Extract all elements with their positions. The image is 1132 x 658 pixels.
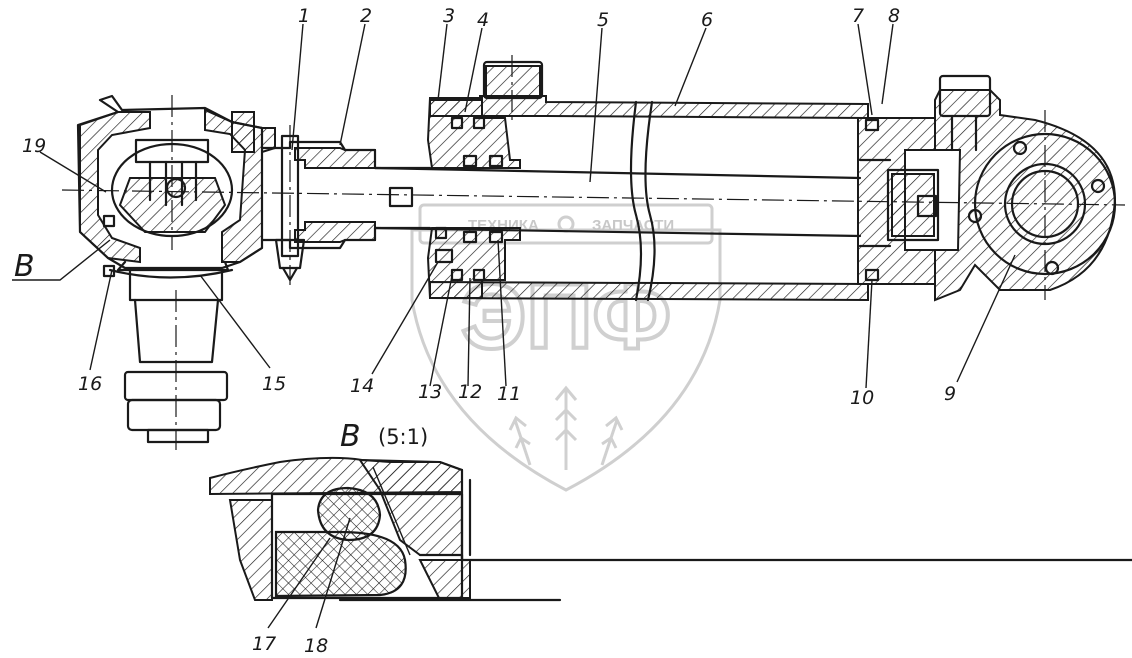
label-3: 3	[443, 5, 455, 27]
label-6: 6	[701, 9, 713, 31]
rear-eye	[934, 74, 1117, 302]
detail-view-letter: В	[340, 419, 361, 454]
center-axis	[61, 189, 1126, 206]
piston	[857, 117, 940, 285]
detail-view-scale: (5:1)	[378, 425, 428, 449]
watermark: ТЕХНИКА ЗАПЧАСТИ ЭПФ	[410, 203, 722, 492]
cylinder-barrel	[429, 55, 869, 302]
label-9: 9	[944, 383, 956, 405]
part-labels: 1 2 3 4 5 6 7 8 9 10 11 12 13 14 15 16 1…	[14, 5, 956, 657]
ball-joint-head	[76, 94, 264, 450]
label-14: 14	[350, 375, 374, 397]
label-4: 4	[477, 9, 489, 31]
rod-end	[260, 125, 432, 285]
label-12: 12	[458, 381, 482, 403]
label-16: 16	[78, 373, 102, 395]
leader-lines	[12, 23, 1016, 629]
label-5: 5	[597, 9, 609, 31]
label-11: 11	[497, 383, 521, 405]
label-8: 8	[888, 5, 900, 27]
label-7: 7	[852, 5, 864, 27]
label-19: 19	[22, 135, 46, 157]
detail-view	[209, 456, 1132, 602]
label-18: 18	[304, 635, 328, 657]
view-letter: В	[14, 249, 35, 284]
label-13: 13	[418, 381, 442, 403]
label-1: 1	[298, 5, 310, 27]
label-17: 17	[252, 633, 276, 655]
label-2: 2	[360, 5, 372, 27]
label-10: 10	[850, 387, 874, 409]
label-15: 15	[262, 373, 286, 395]
